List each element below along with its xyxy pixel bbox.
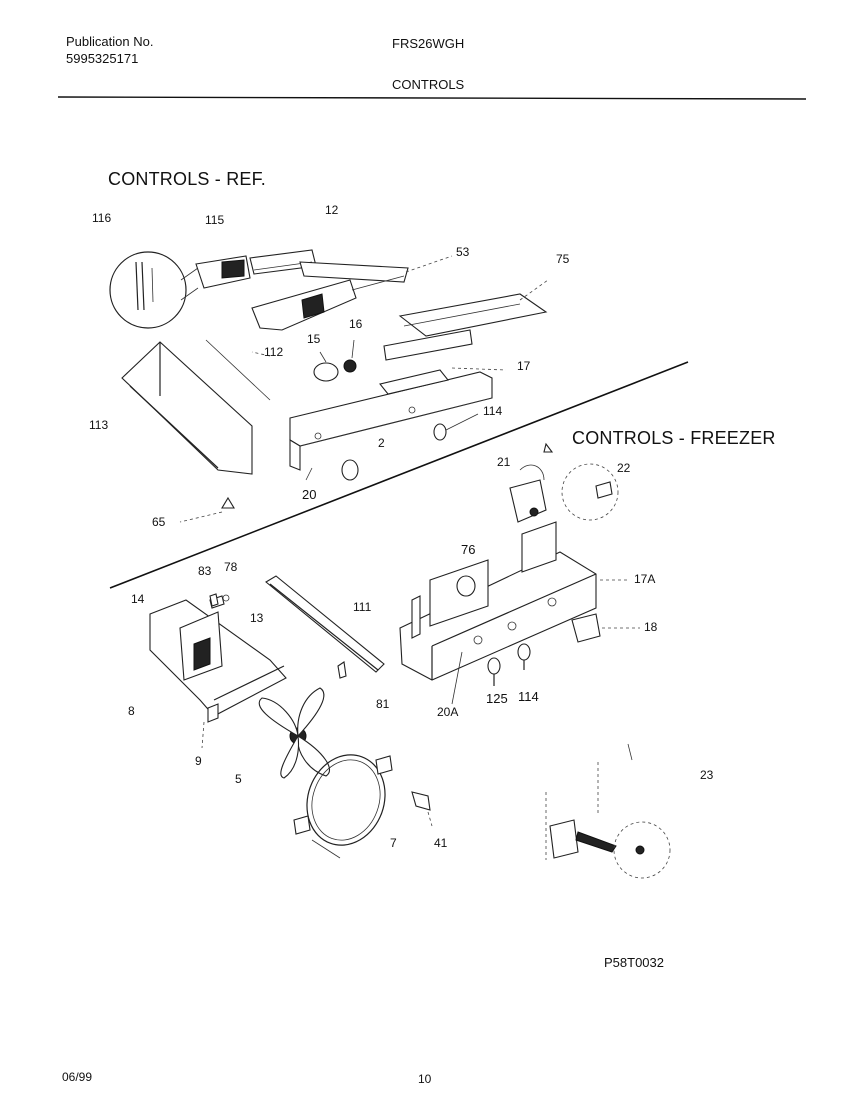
callout-112: 112 xyxy=(264,345,284,359)
leader-20a xyxy=(451,651,463,705)
detail-circle-116 xyxy=(109,251,199,329)
callout-18: 18 xyxy=(644,620,658,634)
screw-65 xyxy=(179,496,235,523)
light-housing-12 xyxy=(195,249,409,289)
callout-81: 81 xyxy=(376,697,390,711)
motor-bracket-14 xyxy=(149,595,287,749)
callout-17: 17 xyxy=(517,359,531,373)
header-rule xyxy=(57,96,807,100)
callout-15: 15 xyxy=(307,332,321,346)
publication-number: 5995325171 xyxy=(66,51,139,66)
callout-111: 111 xyxy=(353,600,372,614)
control-housing-2 xyxy=(289,367,507,471)
callout-21: 21 xyxy=(497,455,511,469)
publication-label: Publication No. xyxy=(66,34,154,49)
callout-113: 113 xyxy=(89,418,109,432)
callout-16: 16 xyxy=(349,317,363,331)
knob-18 xyxy=(571,613,640,643)
switch-114 xyxy=(517,643,531,670)
callout-65: 65 xyxy=(152,515,166,529)
callout-2: 2 xyxy=(378,436,385,450)
callout-12: 12 xyxy=(325,203,339,217)
callout-78: 78 xyxy=(224,560,238,574)
model-number: FRS26WGH xyxy=(392,36,465,51)
callout-22: 22 xyxy=(617,461,631,475)
callout-114-freezer: 114 xyxy=(518,689,539,704)
callout-14: 14 xyxy=(131,592,145,606)
callout-17a: 17A xyxy=(634,572,656,586)
screw-41 xyxy=(411,791,433,827)
callout-114-ref: 114 xyxy=(483,404,503,418)
control-box-17a xyxy=(399,521,630,681)
freezer-section-title: CONTROLS - FREEZER xyxy=(572,428,776,448)
callout-9: 9 xyxy=(195,754,202,768)
light-cover-53 xyxy=(251,255,453,331)
clip-83-78 xyxy=(209,593,230,607)
fan-shroud-7 xyxy=(293,754,393,859)
shield-113 xyxy=(121,339,271,475)
callout-116: 116 xyxy=(92,211,112,225)
callout-53: 53 xyxy=(456,245,470,259)
callout-83: 83 xyxy=(198,564,212,578)
footer-date: 06/99 xyxy=(62,1070,93,1084)
bracket-75 xyxy=(383,279,549,361)
sensor-assembly-23 xyxy=(545,743,671,879)
callout-20a: 20A xyxy=(437,705,459,719)
callout-8: 8 xyxy=(128,704,135,718)
callout-13: 13 xyxy=(250,611,264,625)
callout-41: 41 xyxy=(434,836,448,850)
fan-blade-5 xyxy=(258,687,331,779)
page-number: 10 xyxy=(418,1072,432,1086)
bracket-111 xyxy=(265,575,385,679)
callout-115: 115 xyxy=(205,213,225,227)
switch-125 xyxy=(487,657,501,686)
section-divider xyxy=(109,361,689,589)
knob-22 xyxy=(561,463,619,521)
callout-5: 5 xyxy=(235,772,242,786)
figure-code: P58T0032 xyxy=(604,955,664,970)
callout-75: 75 xyxy=(556,252,570,266)
section-name: CONTROLS xyxy=(392,77,465,92)
callout-20: 20 xyxy=(302,487,317,502)
thermostat-21 xyxy=(509,442,554,523)
callout-125: 125 xyxy=(486,691,508,706)
lens-20 xyxy=(305,459,359,481)
bulb-15 xyxy=(313,339,357,382)
ref-section-title: CONTROLS - REF. xyxy=(108,169,267,189)
callout-23: 23 xyxy=(700,768,714,782)
knob-114 xyxy=(433,413,479,441)
callout-76: 76 xyxy=(461,542,476,557)
callout-7: 7 xyxy=(390,836,397,850)
